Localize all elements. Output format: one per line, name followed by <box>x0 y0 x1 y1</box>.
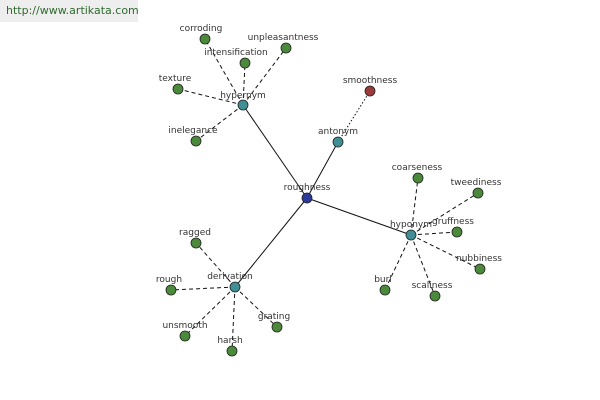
edge-hypernym-intensification <box>242 62 246 106</box>
label-burl[interactable]: burl <box>374 275 392 285</box>
label-inelegance[interactable]: inelegance <box>168 126 218 136</box>
node-harsh[interactable] <box>226 345 238 357</box>
node-texture[interactable] <box>172 83 184 95</box>
label-roughness[interactable]: roughness <box>284 183 331 193</box>
label-grating[interactable]: grating <box>258 312 290 322</box>
node-corroding[interactable] <box>199 33 211 45</box>
label-unpleasantness[interactable]: unpleasantness <box>248 33 319 43</box>
label-coarseness[interactable]: coarseness <box>392 163 443 173</box>
node-burl[interactable] <box>379 284 391 296</box>
node-intensification[interactable] <box>239 57 251 69</box>
label-unsmooth[interactable]: unsmooth <box>162 321 207 331</box>
node-ragged[interactable] <box>190 237 202 249</box>
label-smoothness[interactable]: smoothness <box>343 76 398 86</box>
site-url-banner[interactable]: http://www.artikata.com <box>0 0 139 22</box>
edge-derivation-grating <box>234 286 278 328</box>
edge-derivation-unsmooth <box>184 286 236 337</box>
label-texture[interactable]: texture <box>159 74 192 84</box>
label-intensification[interactable]: intensification <box>204 48 268 58</box>
node-rough[interactable] <box>165 284 177 296</box>
node-inelegance[interactable] <box>190 135 202 147</box>
label-hyponym[interactable]: hyponym <box>390 220 432 230</box>
node-unpleasantness[interactable] <box>280 42 292 54</box>
edge-hyponym-coarseness <box>410 177 419 236</box>
node-tweediness[interactable] <box>472 187 484 199</box>
edge-roughness-antonym <box>306 141 339 199</box>
edge-derivation-harsh <box>231 286 236 352</box>
edge-derivation-rough <box>170 286 236 291</box>
node-smoothness[interactable] <box>364 85 376 97</box>
node-derivation[interactable] <box>229 281 241 293</box>
edge-roughness-hyponym <box>306 197 412 236</box>
node-gruffness[interactable] <box>451 226 463 238</box>
graph-labels: roughness hypernym antonym hyponym derivatio… <box>156 24 502 346</box>
label-nubbiness[interactable]: nubbiness <box>456 254 502 264</box>
label-rough[interactable]: rough <box>156 275 182 285</box>
edge-hyponym-nubbiness <box>410 234 481 270</box>
node-grating[interactable] <box>271 321 283 333</box>
label-tweediness[interactable]: tweediness <box>451 178 502 188</box>
label-harsh[interactable]: harsh <box>217 336 242 346</box>
node-roughness[interactable] <box>301 192 313 204</box>
edge-hyponym-burl <box>384 234 412 291</box>
label-gruffness[interactable]: gruffness <box>432 217 474 227</box>
node-scaliness[interactable] <box>429 290 441 302</box>
edge-hypernym-unpleasantness <box>242 47 287 106</box>
edge-hyponym-tweediness <box>410 192 479 236</box>
graph-edges <box>170 38 481 352</box>
edge-hypernym-inelegance <box>195 104 244 142</box>
label-hypernym[interactable]: hypernym <box>220 91 266 101</box>
graph-nodes <box>165 33 486 357</box>
label-derivation[interactable]: derivation <box>207 272 253 282</box>
edge-derivation-ragged <box>195 242 236 288</box>
edge-hypernym-corroding <box>204 38 244 106</box>
node-nubbiness[interactable] <box>474 263 486 275</box>
edge-hyponym-scaliness <box>410 234 436 297</box>
node-antonym[interactable] <box>332 136 344 148</box>
edge-roughness-derivation <box>234 197 308 288</box>
node-coarseness[interactable] <box>412 172 424 184</box>
node-hypernym[interactable] <box>237 99 249 111</box>
edge-hyponym-gruffness <box>410 231 458 236</box>
edge-antonym-smoothness <box>337 90 371 143</box>
node-hyponym[interactable] <box>405 229 417 241</box>
label-antonym[interactable]: antonym <box>318 127 358 137</box>
label-scaliness[interactable]: scaliness <box>412 281 453 291</box>
edge-roughness-hypernym <box>242 104 308 199</box>
label-ragged[interactable]: ragged <box>179 228 211 238</box>
label-corroding[interactable]: corroding <box>180 24 223 34</box>
node-unsmooth[interactable] <box>179 330 191 342</box>
